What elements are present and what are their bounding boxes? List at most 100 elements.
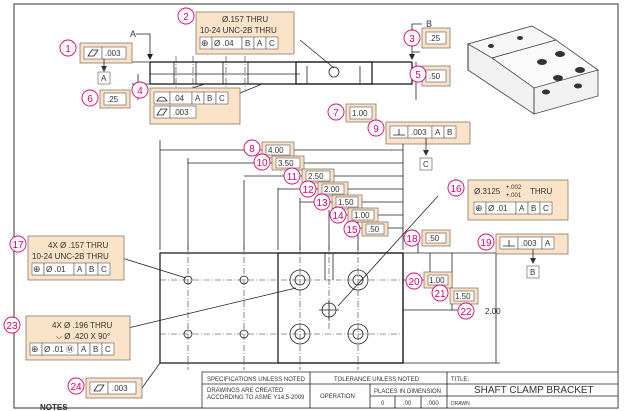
balloon-14: 14 xyxy=(329,206,347,224)
svg-text:17: 17 xyxy=(12,240,24,251)
c2-tol: Ø .04 xyxy=(214,39,234,48)
c16-d1: A xyxy=(519,204,525,213)
c16-tol: Ø .01 xyxy=(488,204,508,213)
svg-text:10: 10 xyxy=(256,158,268,169)
callout-24: .003 xyxy=(85,377,143,399)
c15-val: .50 xyxy=(368,225,380,234)
callout-6: .25 xyxy=(99,89,131,109)
balloon-6: 6 xyxy=(81,89,99,107)
balloon-20: 20 xyxy=(405,272,423,290)
c18-val: .50 xyxy=(428,234,440,243)
balloon-21: 21 xyxy=(431,284,449,302)
drawing-title: SHAFT CLAMP BRACKET xyxy=(474,385,594,396)
callout-18: .50 xyxy=(421,229,451,247)
c16-d3: C xyxy=(543,204,549,213)
c17-d1: A xyxy=(77,265,83,274)
c19-d1: A xyxy=(545,239,551,248)
c21-val: 1.50 xyxy=(455,292,471,301)
svg-text:20: 20 xyxy=(408,277,420,288)
c8-val: 4.00 xyxy=(268,146,284,155)
c2-d3: C xyxy=(269,39,275,48)
datum-a-label: A xyxy=(101,74,107,83)
callout-22: 2.00 xyxy=(485,307,501,316)
svg-text:2: 2 xyxy=(183,12,189,23)
callout-19: .003 A B xyxy=(495,233,569,279)
places-2: .000 xyxy=(427,401,439,407)
c4-d2: B xyxy=(207,94,212,103)
balloon-9: 9 xyxy=(367,119,385,137)
svg-text:14: 14 xyxy=(332,211,344,222)
balloon-8: 8 xyxy=(243,139,261,157)
c4-tol2: .003 xyxy=(173,108,189,117)
c23-line1: 4X Ø .196 THRU xyxy=(52,321,113,330)
svg-text:5: 5 xyxy=(415,70,421,81)
c11-val: 2.50 xyxy=(308,172,324,181)
balloon-23: 23 xyxy=(3,316,21,334)
svg-text:21: 21 xyxy=(434,289,446,300)
svg-text:1: 1 xyxy=(65,44,71,55)
callout-23: 4X Ø .196 THRU ⌵ Ø .420 X 90° ⊕ Ø .01 Ⓜ … xyxy=(25,315,131,361)
c16-minus: +.001 xyxy=(506,193,522,199)
c17-d2: B xyxy=(89,265,94,274)
notes-heading: NOTES xyxy=(40,403,68,411)
callout-13: 1.50 xyxy=(331,194,363,210)
balloon-5: 5 xyxy=(409,65,427,83)
c3-val: .25 xyxy=(429,34,441,43)
svg-text:18: 18 xyxy=(406,234,418,245)
callout-9: .003 A B C xyxy=(385,121,471,171)
c19-tol: .003 xyxy=(521,239,537,248)
callout-4: .04 A B C .003 xyxy=(149,87,241,125)
c16-line1: Ø.3125 xyxy=(474,187,501,196)
c22-val: 2.00 xyxy=(485,307,501,316)
c17-d3: C xyxy=(101,265,107,274)
c16-d2: B xyxy=(531,204,536,213)
spec-line2: ACCORDING TO ASME Y14.5-2009 xyxy=(207,395,305,401)
c4-d1: A xyxy=(195,94,201,103)
title-block: SPECIFICATIONS UNLESS NOTED DRAWINGS ARE… xyxy=(201,371,619,409)
balloon-7: 7 xyxy=(327,103,345,121)
callout-14: 1.00 xyxy=(347,207,379,223)
isometric-view xyxy=(466,25,599,115)
callout-5: .50 xyxy=(421,65,451,87)
svg-text:7: 7 xyxy=(333,108,339,119)
c13-val: 1.50 xyxy=(338,198,354,207)
callout-2: Ø.157 THRU 10-24 UNC-2B THRU ⊕ Ø .04 B A… xyxy=(195,11,295,55)
balloon-12: 12 xyxy=(299,180,317,198)
balloon-1: 1 xyxy=(59,39,77,57)
callout-12: 2.00 xyxy=(317,181,349,197)
balloon-22: 22 xyxy=(457,302,475,320)
callout-10: 3.50 xyxy=(271,155,305,171)
position-icon: ⊕ xyxy=(475,203,483,213)
datum-b-label: B xyxy=(530,268,535,277)
callout-16: Ø.3125 +.002 +.001 THRU ⊕ Ø .01 A B C xyxy=(467,179,569,221)
title-label: TITLE: xyxy=(451,377,469,383)
places-1: .00 xyxy=(403,401,412,407)
c1-tolerance: .003 xyxy=(105,49,121,58)
svg-text:16: 16 xyxy=(450,184,462,195)
c2-d1: B xyxy=(245,39,250,48)
svg-text:23: 23 xyxy=(6,321,18,332)
callout-15: .50 xyxy=(361,221,389,237)
svg-text:22: 22 xyxy=(460,307,472,318)
svg-text:15: 15 xyxy=(346,225,358,236)
callout-1: .003 A xyxy=(79,42,133,85)
balloon-2: 2 xyxy=(177,7,195,25)
c4-tol1: .04 xyxy=(173,94,185,103)
c9-d1: A xyxy=(435,128,441,137)
callout-3: .25 xyxy=(421,27,451,49)
c4-d3: C xyxy=(219,94,225,103)
svg-text:13: 13 xyxy=(316,198,328,209)
svg-text:4: 4 xyxy=(137,86,143,97)
position-icon: ⊕ xyxy=(201,38,209,48)
c17-tol: Ø .01 xyxy=(46,265,66,274)
balloon-16: 16 xyxy=(447,179,465,197)
c16-plus: +.002 xyxy=(506,185,522,191)
places-label: PLACES IN DIMENSION xyxy=(374,389,441,395)
balloon-13: 13 xyxy=(313,193,331,211)
c23-d3: C xyxy=(105,345,111,354)
svg-text:12: 12 xyxy=(302,185,314,196)
c10-val: 3.50 xyxy=(278,159,294,168)
balloon-24: 24 xyxy=(67,377,85,395)
places-0: 0 xyxy=(381,401,385,407)
